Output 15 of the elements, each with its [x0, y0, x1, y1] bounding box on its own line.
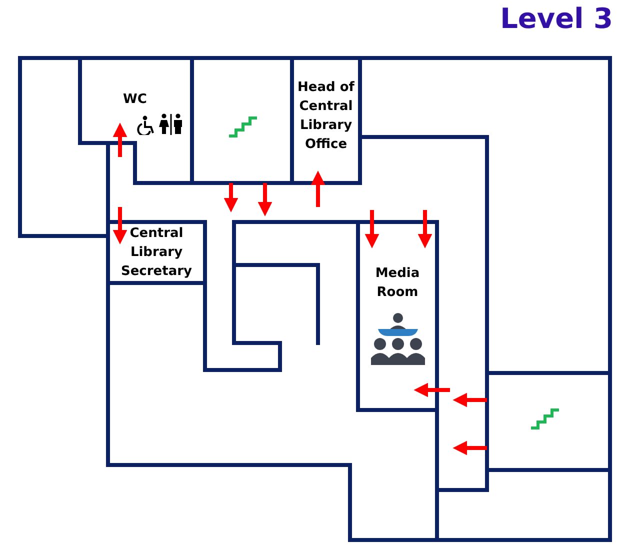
arrow — [112, 122, 128, 157]
room-label: Media Room — [374, 265, 421, 302]
arrow — [310, 170, 326, 207]
arrow — [112, 207, 128, 244]
arrow — [364, 210, 380, 248]
room-label: Central Library Secretary — [120, 225, 193, 281]
room-label: Head of Central Library Office — [296, 79, 356, 154]
title: Level 3 — [500, 2, 613, 35]
arrow — [452, 392, 487, 408]
room-label: WC — [122, 91, 148, 109]
arrow — [418, 210, 432, 248]
arrow — [414, 382, 450, 398]
arrow — [452, 440, 487, 456]
arrow — [224, 183, 238, 212]
arrow — [258, 183, 272, 216]
